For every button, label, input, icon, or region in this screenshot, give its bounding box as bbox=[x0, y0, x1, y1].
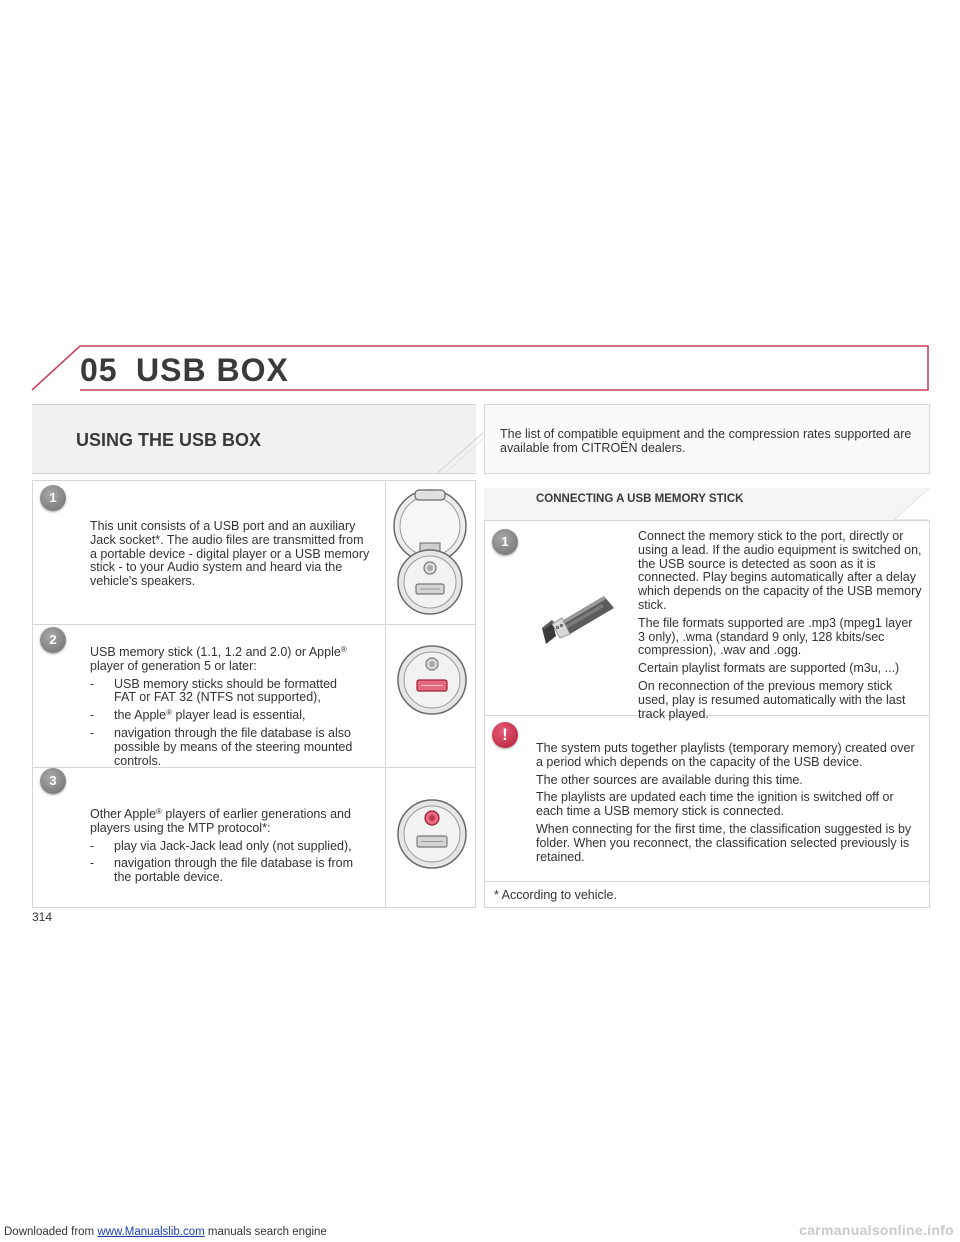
footnote: * According to vehicle. bbox=[494, 888, 617, 902]
step-badge-2: 2 bbox=[40, 627, 66, 653]
chapter-number: 05 bbox=[80, 352, 118, 388]
usb-memory-stick-icon bbox=[542, 596, 614, 644]
watermark: carmanualsonline.info bbox=[799, 1222, 954, 1238]
step-badge-1: 1 bbox=[40, 485, 66, 511]
usb-port-highlight-icon bbox=[397, 645, 467, 715]
item-3-lead: Other Apple® players of earlier generati… bbox=[90, 807, 351, 835]
list-item: -navigation through the file database is… bbox=[90, 856, 354, 885]
list-item: -the Apple® player lead is essential, bbox=[90, 708, 306, 723]
list-item: -navigation through the file database is… bbox=[90, 725, 353, 768]
chapter-title: USB BOX bbox=[136, 352, 289, 388]
header-frame bbox=[31, 345, 929, 391]
right-panel bbox=[484, 520, 930, 908]
warning-icon: ! bbox=[492, 722, 518, 748]
section-banner bbox=[32, 404, 476, 474]
jack-socket-highlight-icon bbox=[397, 799, 467, 869]
row-divider bbox=[33, 624, 475, 625]
connect-text: Connect the memory stick to the port, di… bbox=[638, 529, 922, 725]
intro-text: The list of compatible equipment and the… bbox=[500, 427, 912, 455]
warning-paragraph: The playlists are updated each time the … bbox=[536, 790, 894, 819]
left-panel bbox=[32, 480, 476, 908]
warning-text: The system puts together playlists (temp… bbox=[536, 741, 916, 868]
connect-banner-frame bbox=[484, 487, 930, 521]
connect-paragraph: Certain playlist formats are supported (… bbox=[638, 661, 900, 676]
list-item: -USB memory sticks should be formatted F… bbox=[90, 676, 337, 705]
download-footer: Downloaded from www.Manualslib.com manua… bbox=[0, 1222, 960, 1242]
row-divider bbox=[485, 881, 929, 882]
section-title: USING THE USB BOX bbox=[76, 430, 262, 450]
item-3-text: Other Apple® players of earlier generati… bbox=[90, 807, 362, 889]
intro-box bbox=[484, 404, 930, 474]
step-badge-3: 3 bbox=[40, 768, 66, 794]
list-item: -play via Jack-Jack lead only (not suppl… bbox=[90, 838, 352, 853]
manualslib-link[interactable]: www.Manualslib.com bbox=[97, 1226, 205, 1238]
row-divider bbox=[33, 767, 475, 768]
connect-paragraph: Connect the memory stick to the port, di… bbox=[638, 529, 922, 612]
connect-title: CONNECTING A USB MEMORY STICK bbox=[536, 493, 744, 505]
row-divider bbox=[485, 715, 929, 716]
warning-paragraph: When connecting for the first time, the … bbox=[536, 821, 912, 864]
banner-diagonal bbox=[436, 432, 484, 475]
warning-paragraph: The system puts together playlists (temp… bbox=[536, 741, 915, 769]
image-column-divider bbox=[385, 481, 386, 907]
connect-paragraph: The file formats supported are .mp3 (mpe… bbox=[638, 615, 913, 658]
item-1-text: This unit consists of a USB port and an … bbox=[90, 519, 370, 589]
page-number: 314 bbox=[32, 910, 53, 924]
connect-step-badge-1: 1 bbox=[492, 529, 518, 555]
warning-paragraph: The other sources are available during t… bbox=[536, 772, 803, 787]
item-2-lead: USB memory stick (1.1, 1.2 and 2.0) or A… bbox=[90, 645, 347, 673]
connect-paragraph: On reconnection of the previous memory s… bbox=[638, 678, 906, 721]
usb-box-open-cover-icon bbox=[393, 489, 467, 615]
item-2-text: USB memory stick (1.1, 1.2 and 2.0) or A… bbox=[90, 645, 362, 772]
footer-source: Downloaded from www.Manualslib.com manua… bbox=[4, 1226, 327, 1238]
